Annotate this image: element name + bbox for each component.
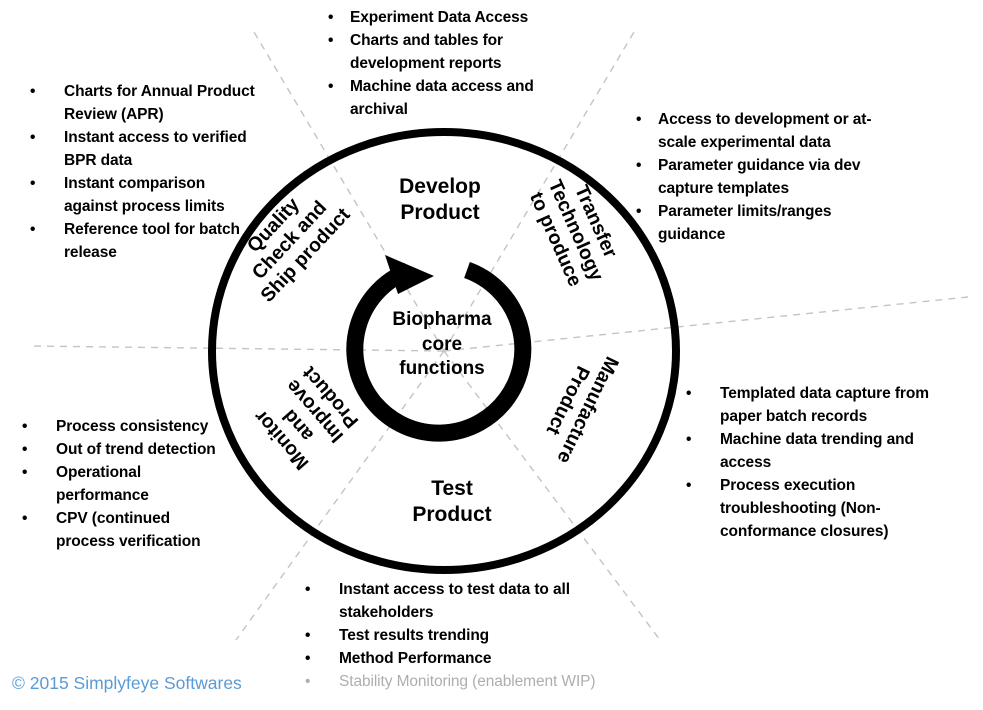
list-item: • Reference tool for batch release	[30, 218, 262, 264]
copyright-notice: © 2015 Simplyfeye Softwares	[12, 673, 242, 693]
list-item: • Method Performance	[305, 647, 665, 670]
bullet-glyph: •	[30, 83, 36, 100]
list-item: • Access to development or at-scale exper…	[636, 108, 886, 154]
bullet-glyph: •	[22, 464, 28, 481]
list-item-text: Test results trending	[339, 627, 490, 644]
bullet-glyph: •	[22, 418, 28, 435]
list-item: • Instant access to test data to all stak…	[305, 578, 665, 624]
list-item-text: Parameter limits/ranges guidance	[658, 203, 832, 243]
list-item-dimmed: • Stability Monitoring (enablement WIP)	[305, 670, 665, 693]
callout-monitor-improve: • Process consistency • Out of trend detec…	[22, 415, 232, 553]
list-item-text: CPV (continued process verification	[56, 510, 201, 550]
list-item: • Parameter limits/ranges guidance	[636, 200, 886, 246]
bullet-glyph: •	[686, 477, 692, 494]
callout-develop-product: • Experiment Data Access • Charts and tabl…	[328, 6, 566, 121]
list-item-text: Machine data trending and access	[720, 431, 914, 471]
segment-label-develop-product: Develop Product	[399, 175, 481, 225]
list-item-text: Charts and tables for development report…	[350, 32, 503, 72]
segment-label-transfer-technology: Transfer Technology to produce	[525, 176, 622, 290]
bullet-glyph: •	[686, 431, 692, 448]
bullet-glyph: •	[305, 581, 311, 598]
bullet-glyph: •	[305, 627, 311, 644]
list-item-text: Method Performance	[339, 650, 492, 667]
callout-manufacture-product: • Templated data capture from paper batch…	[686, 382, 956, 543]
bullet-glyph: •	[636, 157, 642, 174]
list-item-text: Operational performance	[56, 464, 149, 504]
list-item-text: Stability Monitoring (enablement WIP)	[339, 673, 596, 690]
bullet-glyph: •	[22, 510, 28, 527]
bullet-glyph: •	[686, 385, 692, 402]
list-item: • Process consistency	[22, 415, 232, 438]
callout-quality-check-ship: •Charts for Annual Product Review (APR) …	[30, 80, 262, 264]
list-item-text: Instant comparison against process limit…	[64, 175, 225, 215]
bullet-glyph: •	[305, 673, 311, 690]
bullet-glyph: •	[636, 203, 642, 220]
bullet-glyph: •	[22, 441, 28, 458]
list-item: • Process execution troubleshooting (Non-…	[686, 474, 956, 543]
bullet-glyph: •	[328, 78, 334, 95]
list-item: • Experiment Data Access	[328, 6, 566, 29]
list-item-text: Templated data capture from paper batch …	[720, 385, 929, 425]
bullet-glyph: •	[328, 32, 334, 49]
list-item-text: Out of trend detection	[56, 441, 216, 458]
bullet-glyph: •	[328, 9, 334, 26]
callout-test-product: • Instant access to test data to all stak…	[305, 578, 665, 693]
segment-label-manufacture-product: Manufacture Product	[541, 353, 623, 467]
list-item: • Charts and tables for development repor…	[328, 29, 566, 75]
list-item: • Instant access to verified BPR data	[30, 126, 262, 172]
callout-transfer-technology: • Access to development or at-scale exper…	[636, 108, 886, 246]
list-item-text: Parameter guidance via dev capture templ…	[658, 157, 861, 197]
list-item-text: Access to development or at-scale experi…	[658, 111, 872, 151]
list-item: • CPV (continued process verification	[22, 507, 232, 553]
bullet-glyph: •	[30, 175, 36, 192]
list-item: • Parameter guidance via dev capture temp…	[636, 154, 886, 200]
bullet-glyph: •	[30, 221, 36, 238]
list-item-text: Process consistency	[56, 418, 209, 435]
list-item-text: Process execution troubleshooting (Non-c…	[720, 477, 889, 540]
list-item-text: Instant access to test data to all stake…	[339, 581, 570, 621]
list-item-text: Experiment Data Access	[350, 9, 529, 26]
bullet-glyph: •	[305, 650, 311, 667]
list-item: • Instant comparison against process limi…	[30, 172, 262, 218]
list-item-text: Instant access to verified BPR data	[64, 129, 247, 169]
list-item: • Templated data capture from paper batch…	[686, 382, 956, 428]
list-item: • Out of trend detection	[22, 438, 232, 461]
list-item-text: Machine data access and archival	[350, 78, 534, 118]
list-item: • Machine data access and archival	[328, 75, 566, 121]
list-item: • Operational performance	[22, 461, 232, 507]
list-item-text: Reference tool for batch release	[64, 221, 240, 261]
bullet-glyph: •	[30, 129, 36, 146]
bullet-glyph: •	[636, 111, 642, 128]
segment-label-test-product: Test Product	[412, 477, 492, 527]
list-item-text: Charts for Annual Product Review (APR)	[64, 83, 255, 123]
cycle-arrowhead	[385, 255, 434, 294]
list-item: • Machine data trending and access	[686, 428, 956, 474]
hub-label-biopharma-core-functions: Biopharma core functions	[392, 309, 492, 380]
guide-line-e	[443, 296, 969, 352]
list-item: • Charts for Annual Product Review (APR)	[30, 80, 262, 126]
list-item: • Test results trending	[305, 624, 665, 647]
